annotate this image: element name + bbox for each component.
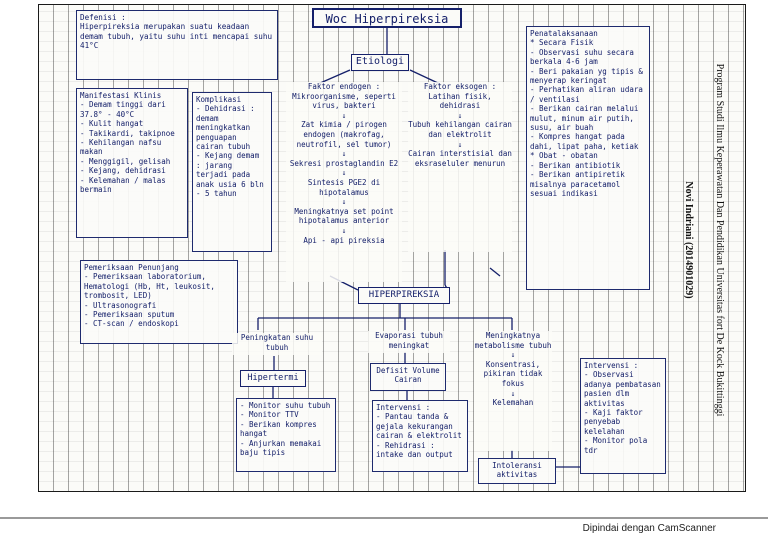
penatalaksanaan-box: Penatalaksanaan * Secara Fisik - Observa… (526, 26, 650, 290)
branch1-cause: Peningkatan suhu tubuh (232, 333, 322, 355)
branch1-intervention-box: - Monitor suhu tubuh - Monitor TTV - Ber… (236, 398, 336, 472)
scanner-watermark: Dipindai dengan CamScanner (582, 523, 716, 534)
branch3-intervention-box: Intervensi : - Observasi adanya pembatas… (580, 358, 666, 474)
intoleransi-aktivitas-diagnosis: Intoleransi aktivitas (478, 458, 556, 484)
branch2-cause: Evaporasi tubuh meningkat (368, 331, 450, 353)
faktor-eksogen-text: Faktor eksogen : Latihan fisik, dehidras… (408, 82, 512, 252)
hipertermi-diagnosis: Hipertermi (240, 370, 306, 387)
etiologi-header: Etiologi (351, 54, 409, 71)
branch3-cause: Meningkatnya metabolisme tubuh ↓ Konsent… (474, 331, 552, 451)
penunjang-box: Pemeriksaan Penunjang - Pemeriksaan labo… (80, 260, 238, 344)
manifestasi-box: Manifestasi Klinis - Demam tinggi dari 3… (76, 88, 188, 238)
defisit-volume-cairan-diagnosis: Defisit Volume Cairan (370, 363, 446, 391)
hiperpireksia-header: HIPERPIREKSIA (358, 287, 450, 304)
definition-box: Defenisi : Hiperpireksia merupakan suatu… (76, 10, 278, 80)
faktor-endogen-text: Faktor endogen : Mikroorganisme, seperti… (286, 82, 402, 282)
student-name: Novi Indriani (2014901029) (683, 181, 694, 299)
page-title: Woc Hiperpireksia (312, 8, 462, 28)
institution-sidebar: Program Studi Ilmu Keperawatan Dan Pendi… (640, 30, 726, 450)
footer-divider (0, 517, 768, 519)
institution-name: Program Studi Ilmu Keperawatan Dan Pendi… (714, 63, 725, 417)
komplikasi-box: Komplikasi - Dehidrasi : demam meningkat… (192, 92, 272, 252)
branch2-intervention-box: Intervensi : - Pantau tanda & gejala kek… (372, 400, 468, 472)
